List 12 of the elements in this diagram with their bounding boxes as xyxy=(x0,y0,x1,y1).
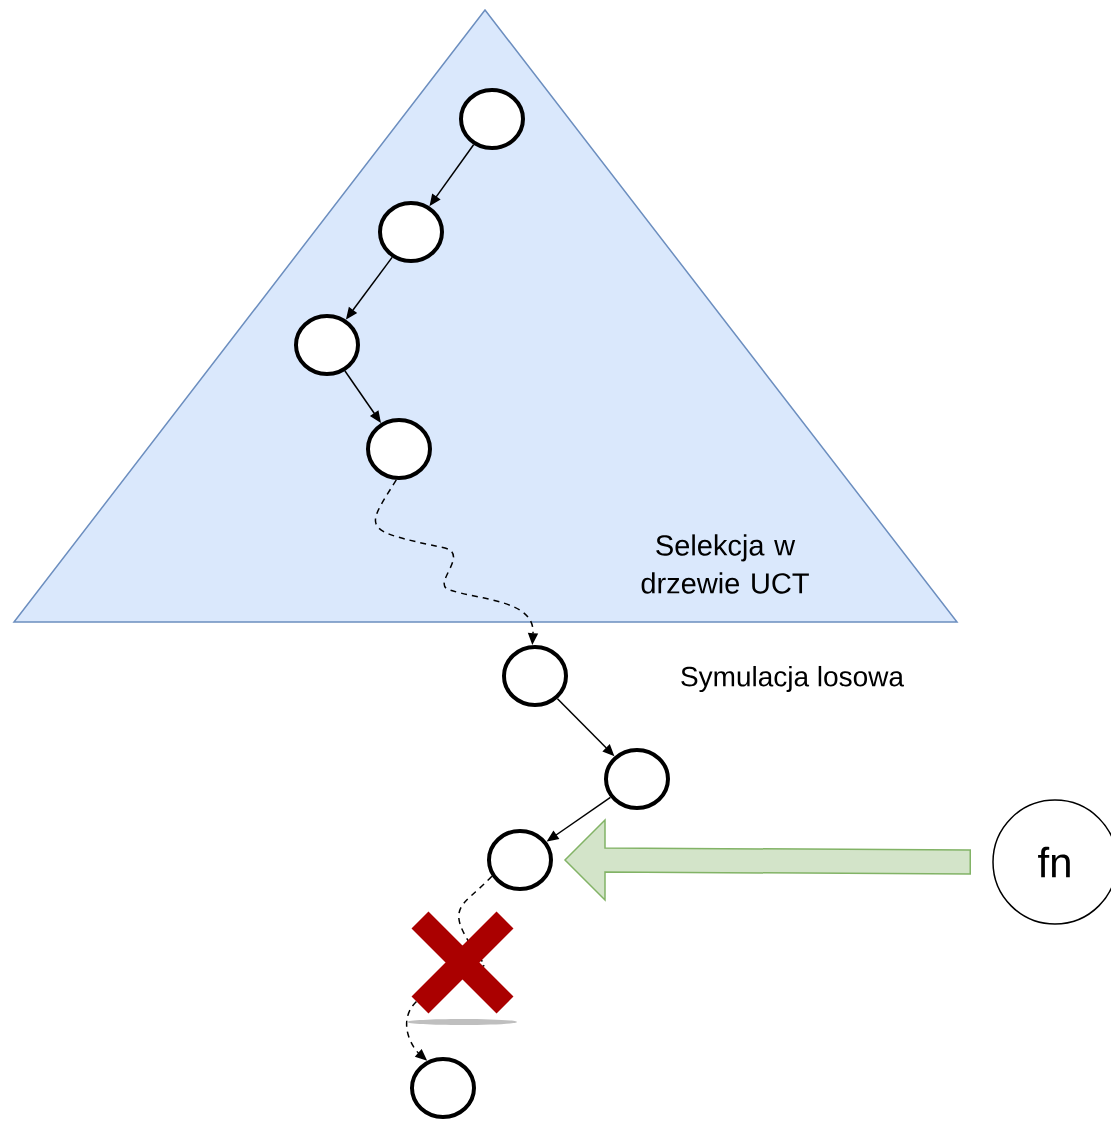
tree-node xyxy=(378,201,444,263)
tree-node xyxy=(410,1057,476,1119)
triangle-label: Selekcja w drzewie UCT xyxy=(641,534,809,594)
tree-node xyxy=(487,829,553,891)
tree-node xyxy=(366,418,432,480)
tree-node xyxy=(459,88,525,150)
block-arrow xyxy=(563,818,971,902)
tree-node xyxy=(502,645,568,707)
arrow xyxy=(344,370,381,423)
tree-node xyxy=(604,748,670,810)
tree-node xyxy=(294,314,360,376)
section-label: Symulacja losowa xyxy=(681,665,904,693)
